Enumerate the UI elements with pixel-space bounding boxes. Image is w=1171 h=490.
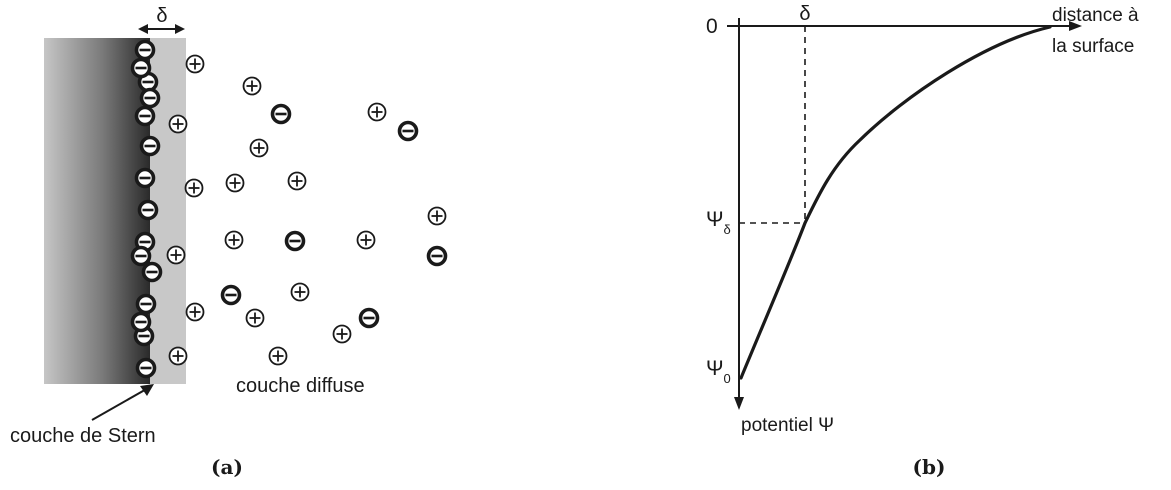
surface-negative-charge xyxy=(133,60,150,77)
surface-negative-charge xyxy=(142,138,159,155)
stern-layer-cation xyxy=(187,56,204,73)
diffuse-layer-anion xyxy=(287,233,304,250)
diffuse-layer-anion xyxy=(361,310,378,327)
panel-b-caption: (b) xyxy=(913,455,946,479)
panel-a-caption: (a) xyxy=(211,455,243,479)
surface-negative-charge xyxy=(137,170,154,187)
diffuse-layer-cation xyxy=(226,232,243,249)
diffuse-layer-cation xyxy=(244,78,261,95)
diffuse-layer-cation xyxy=(247,310,264,327)
delta-label-a: δ xyxy=(156,5,167,27)
delta-label-b: δ xyxy=(799,3,810,25)
y-axis-label: potentiel Ψ xyxy=(741,415,834,436)
surface-negative-charge xyxy=(138,296,155,313)
x-axis-label-line1: distance à xyxy=(1052,5,1139,26)
diffuse-layer-anion xyxy=(273,106,290,123)
stern-layer-cation xyxy=(170,348,187,365)
delta-arrowhead-right xyxy=(175,24,185,34)
panel-b: 0 δ distance à la surface Ψδ Ψ0 potentie… xyxy=(706,3,1139,479)
diffuse-layer-cation xyxy=(358,232,375,249)
psi-zero-subscript: 0 xyxy=(724,371,731,386)
diffuse-layer-anion xyxy=(400,123,417,140)
diffuse-layer-cation xyxy=(292,284,309,301)
stern-pointer-line xyxy=(92,387,150,420)
diffuse-layer-cation xyxy=(369,104,386,121)
y-axis-arrowhead xyxy=(734,397,744,410)
diffuse-layer-anion xyxy=(429,248,446,265)
stern-pointer-head xyxy=(140,384,154,396)
panel-a: δ couche de Stern couche diffuse (a) xyxy=(10,5,446,479)
diffuse-layer-cation xyxy=(334,326,351,343)
charged-surface xyxy=(44,38,150,384)
stern-layer-cation xyxy=(186,180,203,197)
surface-negative-charge xyxy=(133,314,150,331)
diffuse-layer-cation xyxy=(227,175,244,192)
diffuse-layer-label: couche diffuse xyxy=(236,375,365,397)
surface-negative-charge xyxy=(133,248,150,265)
potential-curve xyxy=(741,27,1050,378)
stern-layer-cation xyxy=(168,247,185,264)
surface-negative-charge xyxy=(138,360,155,377)
surface-negative-charge xyxy=(140,202,157,219)
psi-delta-subscript: δ xyxy=(724,222,731,237)
origin-label: 0 xyxy=(706,15,718,38)
diffuse-layer-anion xyxy=(223,287,240,304)
psi-zero-label: Ψ0 xyxy=(706,357,731,386)
diffuse-layer-cation xyxy=(289,173,306,190)
diffuse-layer-cation xyxy=(429,208,446,225)
psi-delta-label: Ψδ xyxy=(706,208,731,237)
surface-negative-charge xyxy=(144,264,161,281)
surface-negative-charge xyxy=(142,90,159,107)
diffuse-layer-cation xyxy=(270,348,287,365)
surface-negative-charge xyxy=(137,108,154,125)
stern-layer-cation xyxy=(170,116,187,133)
surface-negative-charge xyxy=(137,42,154,59)
x-axis-label-line2: la surface xyxy=(1052,36,1134,57)
stern-layer-cation xyxy=(187,304,204,321)
stern-layer-label: couche de Stern xyxy=(10,425,156,447)
delta-arrowhead-left xyxy=(138,24,148,34)
diffuse-layer-cation xyxy=(251,140,268,157)
